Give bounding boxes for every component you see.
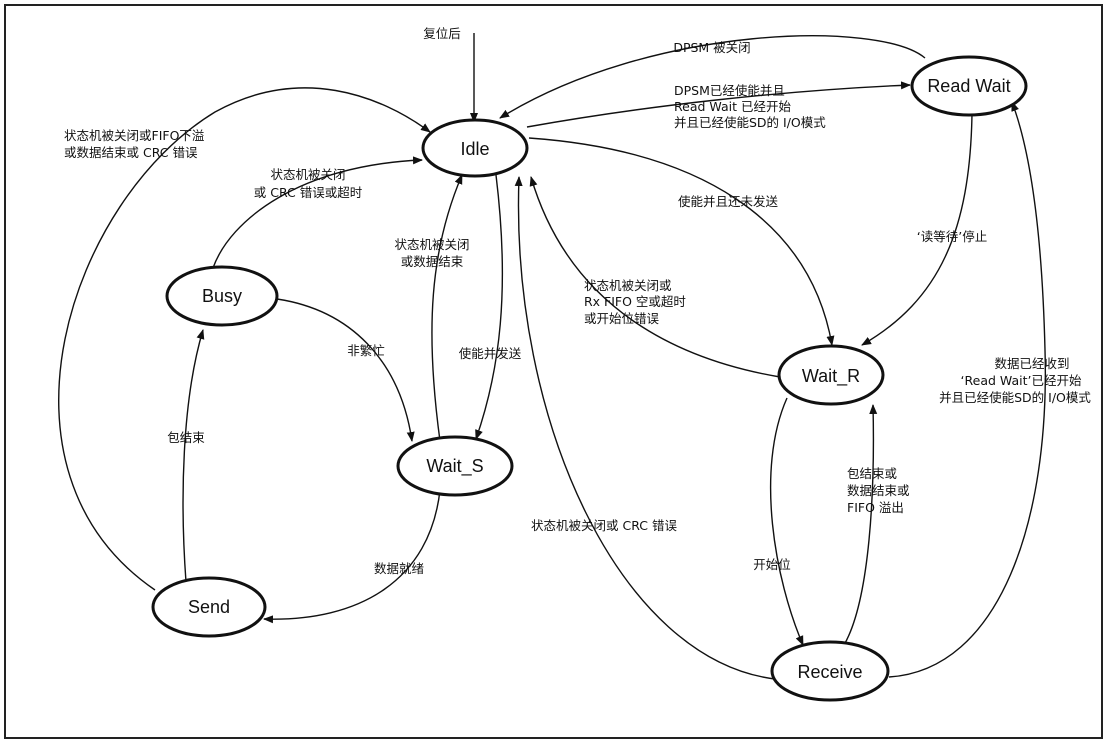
label-busy-to-idle-2: 或 CRC 错误或超时 [254,185,363,200]
label-busy-to-idle-1: 状态机被关闭 [270,167,345,182]
label-receive-to-rw-3: 并且已经使能SD的 I/O模式 [939,390,1091,405]
state-wait-r: Wait_R [777,344,885,406]
state-read-wait-label: Read Wait [927,76,1010,96]
edge-waitr-to-idle [529,176,781,378]
edge-idle-to-waitr [528,137,835,346]
label-idle-to-rw-3: 并且已经使能SD的 I/O模式 [674,115,826,130]
state-read-wait: Read Wait [910,55,1028,117]
diagram-frame [4,4,1103,739]
label-reset: 复位后 [423,26,461,41]
edge-send-to-idle [58,87,431,591]
label-idle-to-waits: 使能并发送 [459,346,522,361]
edge-busy-to-waits [276,298,415,442]
transitions [58,33,1047,680]
label-rw-to-waitr: ‘读等待’停止 [917,229,987,244]
label-idle-to-waitr: 使能并且还未发送 [678,194,779,209]
label-waitr-to-idle-1: 状态机被关闭或 [584,278,672,293]
edge-send-to-busy [182,329,205,583]
label-waits-to-idle-2: 或数据结束 [401,254,464,269]
label-idle-to-rw-2: Read Wait 已经开始 [674,99,791,114]
state-send-label: Send [188,597,230,617]
label-busy-to-waits: 非繁忙 [347,343,385,358]
edge-waitr-to-receive [769,397,804,646]
edge-rw-to-idle [499,35,926,119]
label-waits-to-send: 数据就绪 [374,561,424,576]
label-receive-to-idle: 状态机被关闭或 CRC 错误 [531,518,677,533]
state-idle: Idle [421,118,529,178]
state-wait-r-label: Wait_R [802,366,860,387]
edge-receive-to-idle [514,176,776,680]
edge-waits-to-idle [431,174,463,442]
state-receive: Receive [770,640,890,702]
label-send-to-busy: 包结束 [167,430,205,445]
label-send-to-idle-1: 状态机被关闭或FIFO下溢 [64,128,204,143]
label-waitr-to-idle-2: Rx FIFO 空或超时 [584,294,686,309]
state-wait-s-label: Wait_S [426,456,483,477]
edge-idle-to-rw [526,81,911,128]
edge-busy-to-idle [212,156,423,269]
label-rw-to-idle: DPSM 被关闭 [673,40,750,55]
label-waitr-to-idle-3: 或开始位错误 [584,311,660,326]
edge-receive-to-waitr [843,404,878,646]
label-receive-to-waitr-2: 数据结束或 [847,483,910,498]
label-waits-to-idle-1: 状态机被关闭 [394,237,469,252]
label-waitr-to-receive: 开始位 [753,557,791,572]
state-wait-s: Wait_S [396,435,514,497]
label-receive-to-rw-2: ‘Read Wait’已经开始 [961,373,1082,388]
edge-rw-to-waitr [861,113,973,346]
edge-waits-to-send [263,489,441,624]
edge-receive-to-rw [888,101,1047,678]
state-busy: Busy [165,265,279,327]
label-idle-to-rw-1: DPSM已经使能并且 [674,83,785,98]
label-receive-to-waitr-1: 包结束或 [847,466,898,481]
state-busy-label: Busy [202,286,242,306]
state-idle-label: Idle [460,139,489,159]
state-receive-label: Receive [797,662,862,682]
edge-idle-to-waits [475,174,504,440]
state-send: Send [151,576,267,638]
label-receive-to-waitr-3: FIFO 溢出 [847,500,904,515]
label-receive-to-rw-1: 数据已经收到 [994,356,1069,371]
transition-labels: 复位后 DPSM 被关闭 DPSM已经使能并且 Read Wait 已经开始 并… [64,26,1091,576]
label-send-to-idle-2: 或数据结束或 CRC 错误 [64,145,198,160]
